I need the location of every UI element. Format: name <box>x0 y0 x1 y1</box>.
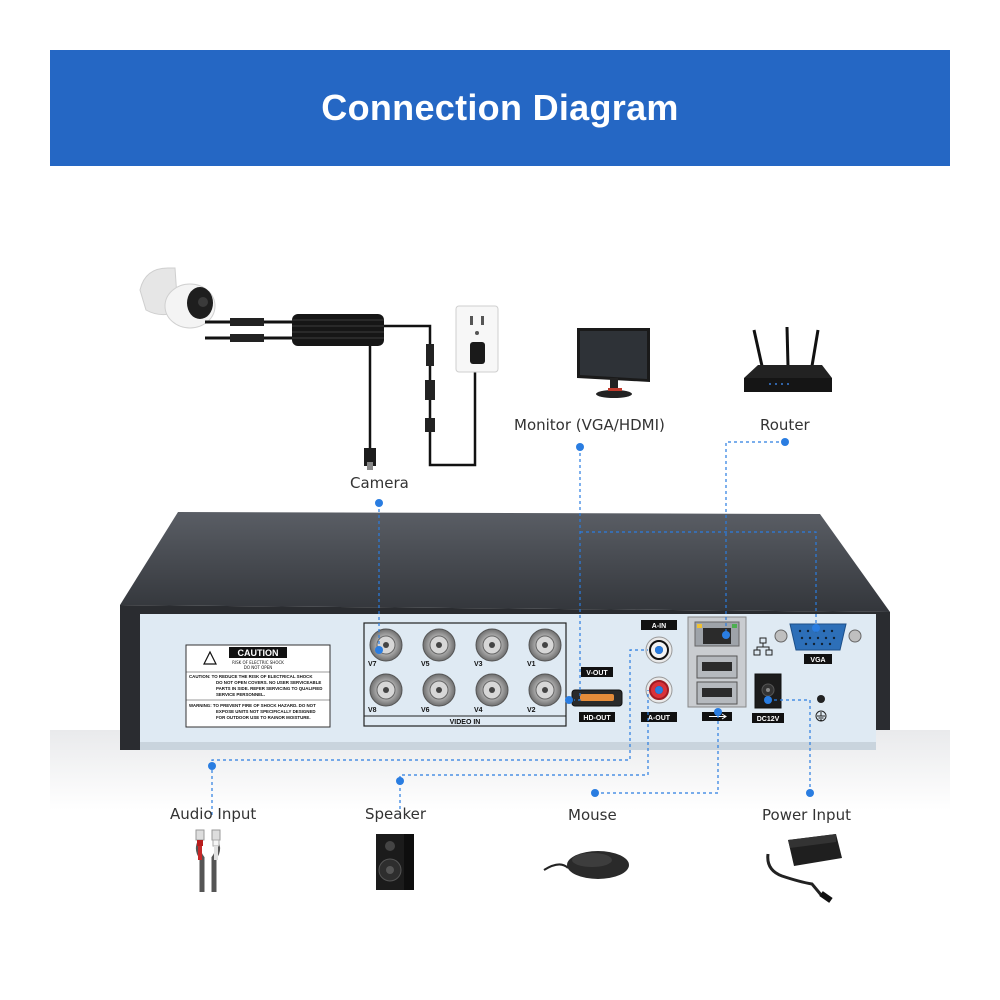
caution-sub2: DO NOT OPEN <box>244 665 272 670</box>
ground-icon <box>815 710 827 722</box>
audio-ports[interactable]: A-IN A-OUT <box>641 620 677 722</box>
warning-line1: WARNING: TO PREVENT FIRE OF SHOCK HAZARD… <box>189 703 316 708</box>
bnc-channel-label: V2 <box>527 707 536 714</box>
power-input-label: Power Input <box>762 806 851 824</box>
bnc-video-port[interactable] <box>422 673 456 707</box>
hd-out-label: HD-OUT <box>583 715 611 722</box>
caution-title: CAUTION <box>238 648 279 658</box>
camera-label: Camera <box>350 474 409 492</box>
power-outlet-icon <box>455 305 499 373</box>
a-out-label: A-OUT <box>648 715 671 722</box>
camera-icon <box>139 267 216 329</box>
bnc-video-port[interactable] <box>528 628 562 662</box>
bnc-video-port[interactable] <box>528 673 562 707</box>
bnc-video-port[interactable] <box>475 628 509 662</box>
bnc-video-port[interactable] <box>369 673 403 707</box>
monitor-label: Monitor (VGA/HDMI) <box>514 416 665 434</box>
caution-line2: DO NOT OPEN COVERS. NO USER SERVICEABLE <box>216 680 321 685</box>
page-title: Connection Diagram <box>321 87 679 128</box>
bnc-channel-label: V3 <box>474 661 483 668</box>
vga-label: VGA <box>810 657 825 664</box>
bnc-channel-label: V7 <box>368 661 377 668</box>
video-in-block: VIDEO IN <box>363 622 567 727</box>
bnc-channel-label: V8 <box>368 707 377 714</box>
header-banner: Connection Diagram <box>50 50 950 166</box>
monitor-icon <box>577 328 650 398</box>
v-out-label: V-OUT <box>586 670 608 677</box>
bnc-channel-label: V5 <box>421 661 430 668</box>
warning-line3: FOR OUTDOOR USE TO RAINOR MOISTURE. <box>216 715 311 720</box>
a-in-label: A-IN <box>652 623 666 630</box>
warning-line2: EXPOSE UNITS NOT SPECIFICALLY DESIGNED <box>216 709 316 714</box>
connector-dots <box>208 438 820 797</box>
vga-port[interactable]: VGA <box>774 623 862 664</box>
mouse-icon <box>543 851 629 879</box>
bnc-channel-label: V1 <box>527 661 536 668</box>
router-icon <box>744 326 832 392</box>
audio-input-label: Audio Input <box>170 805 257 823</box>
dc12v-label: DC12V <box>757 716 780 723</box>
audio-input-cable-icon <box>195 829 221 892</box>
lan-usb-ports[interactable] <box>687 616 747 721</box>
connector-lines <box>211 441 817 815</box>
router-label: Router <box>760 416 810 434</box>
caution-line1: CAUTION: TO REDUCE THE RISK OF ELECTRICA… <box>189 674 313 679</box>
caution-sub1: RISK OF ELECTRIC SHOCK <box>232 660 284 665</box>
caution-label: CAUTION RISK OF ELECTRIC SHOCK DO NOT OP… <box>185 644 331 728</box>
bnc-video-port[interactable] <box>369 628 403 662</box>
speaker-label: Speaker <box>365 805 427 823</box>
hd-out-port[interactable]: V-OUT HD-OUT <box>571 667 623 722</box>
video-in-label: VIDEO IN <box>450 719 481 726</box>
bnc-video-port[interactable] <box>475 673 509 707</box>
bnc-channel-label: V6 <box>421 707 430 714</box>
speaker-icon <box>376 834 414 890</box>
power-adapter-icon <box>766 834 842 903</box>
caution-line3: PARTS IN SIDE. REFER SERVICING TO QUALIF… <box>216 686 322 691</box>
network-icon <box>753 637 773 656</box>
mouse-label: Mouse <box>568 806 617 824</box>
caution-line4: SERVICE PERSONNEL. <box>216 692 265 697</box>
bnc-channel-label: V4 <box>474 707 483 714</box>
bnc-video-port[interactable] <box>422 628 456 662</box>
camera-cable-icon <box>205 314 477 470</box>
